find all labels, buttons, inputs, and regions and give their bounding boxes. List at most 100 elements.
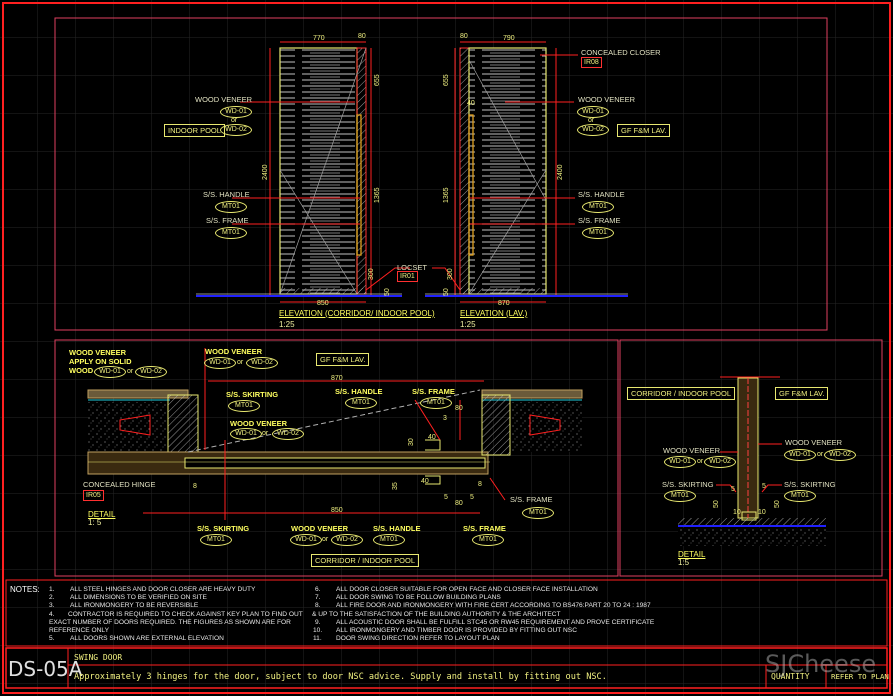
dim-upper: 655 [374,74,381,86]
label-wood-veneer-right: WOOD VENEER [785,438,843,447]
label-or: or [127,368,134,375]
dim-base: 50 [443,288,450,296]
dim-lower: 300 [447,268,454,280]
dim-width-bottom: 850 [317,300,329,307]
note-number: 11. [313,635,322,643]
label-handle: S/S. HANDLE [203,190,250,199]
tag-handle: MT01 [345,397,377,409]
note-text: EXACT NUMBER OF DOORS REQUIRED. THE FIGU… [49,618,291,626]
note-number: 6. [315,586,321,593]
label-skirting-left: S/S. SKIRTING [662,480,714,489]
label-or: or [262,430,269,437]
dim-3: 3 [443,415,447,422]
note-number: 10. [313,627,323,634]
note-text: ALL IRONMONGERY TO BE REVERSIBLE [70,602,199,610]
section-detail-scale: 1:5 [678,558,690,567]
dim-base: 50 [384,288,391,296]
label-wood-veneer: WOOD VENEER [578,95,636,104]
note-text: REFERENCE ONLY [49,627,109,634]
label-wood-veneer: WOOD VENEER [195,95,253,104]
dim-5b: 5 [470,494,474,501]
label-frame-bottom: S/S. FRAME [463,524,506,533]
tag-wd02: WD-02 [246,357,278,369]
label-skirting-right: S/S. SKIRTING [784,480,836,489]
room-tag-corridor: CORRIDOR / INDOOR POOL [627,387,736,400]
tag-wd01: WD-01 [577,106,609,118]
label-handle: S/S. HANDLE [578,190,625,199]
tag-handle: MT01 [582,201,614,213]
dim-lower: 300 [368,268,375,280]
label-handle-bottom: S/S. HANDLE [373,524,421,533]
dim-10-left: 10 [733,509,741,516]
note-number: 5. [49,635,55,643]
note-text: ALL DOOR CLOSER SUITABLE FOR OPEN FACE A… [336,586,598,593]
tag-wd01: WD-01 [94,366,126,378]
tag-frame-bottom: MT01 [472,534,504,546]
dim-frame-top: 80 [358,33,366,40]
plan-detail-title: DETAIL [88,510,116,519]
note-text: ALL FIRE DOOR AND IRONMONGERY WITH FIRE … [336,602,651,610]
elevation-right-scale: 1:25 [460,320,476,329]
notes-heading: NOTES: [10,585,40,594]
tag-wd02: WD-02 [577,124,609,136]
label-veneer-solid-3: WOOD [69,366,94,375]
room-tag-indoor-pool: INDOOR POOL [164,124,225,137]
dim-mid: 1365 [374,187,381,203]
label-or: or [322,536,329,543]
quantity-value: REFER TO PLAN [831,672,889,681]
note-number: 4. [49,610,55,618]
tag-skirting-right: MT01 [784,490,816,502]
elevation-left-door [196,41,402,303]
dim-5-right: 5 [762,483,766,490]
tag-wd01: WD-01 [784,449,816,461]
dim-height: 2400 [557,164,564,180]
label-or: or [697,458,704,465]
label-handle: S/S. HANDLE [335,387,383,396]
room-tag-lav: GF F&M LAV. [617,124,671,137]
tag-closer: IR08 [581,57,602,68]
tag-frame: MT01 [582,227,614,239]
label-or: or [588,117,595,124]
tag-wd02: WD-02 [220,124,252,136]
dim-width-top: 790 [503,35,515,42]
label-skirting: S/S. SKIRTING [226,390,279,399]
quantity-label: QUANTITY [771,672,810,681]
label-frame-2: S/S. FRAME [510,495,553,504]
label-concealed-closer: CONCEALED CLOSER [581,48,661,57]
label-veneer-solid-2: APPLY ON SOLID [69,357,132,366]
label-wood-veneer-left: WOOD VENEER [663,446,721,455]
note-number: 2. [49,594,55,602]
note-text: & UP TO THE SATISFACTION OF THE BUILDING… [312,610,561,618]
dim-40a: 40 [428,434,436,441]
dim-upper: 655 [443,74,450,86]
tag-skirting: MT01 [228,400,260,412]
elevation-left-title: ELEVATION (CORRIDOR/ INDOOR POOL) [279,309,435,318]
tag-wd02: WD-02 [272,428,304,440]
label-veneer-solid-1: WOOD VENEER [69,348,127,357]
tag-wd02: WD-02 [331,534,363,546]
tag-skirting-left: MT01 [664,490,696,502]
dim-30: 30 [408,438,415,446]
note-number: 9. [315,618,321,626]
dim-width-top: 770 [313,35,325,42]
label-frame: S/S. FRAME [578,216,621,225]
dim-50-left: 50 [713,500,720,508]
note-text: ALL DIMENSIONS TO BE VERIFIED ON SITE [70,594,207,602]
tag-wd01: WD-01 [230,428,262,440]
label-or: or [231,117,238,124]
dim-8a: 8 [193,483,197,490]
dim-bottom: 850 [331,507,343,514]
room-tag-lav: GF F&M LAV. [775,387,829,400]
drawing-description: Approximately 3 hinges for the door, sub… [74,672,607,682]
tag-wd01: WD-01 [290,534,322,546]
tag-lockset: IR01 [397,271,418,282]
note-text: ALL IRONMONGERY AND TIMBER DOOR IS PROVI… [336,627,577,634]
note-number: 8. [315,602,321,610]
dim-frame-top: 80 [460,33,468,40]
dim-side: 40 [467,100,475,107]
label-or: or [817,451,824,458]
elevation-left-scale: 1:25 [279,320,295,329]
note-text: ALL DOORS SHOWN ARE EXTERNAL ELEVATION [70,635,224,643]
dim-width-bottom: 870 [498,300,510,307]
